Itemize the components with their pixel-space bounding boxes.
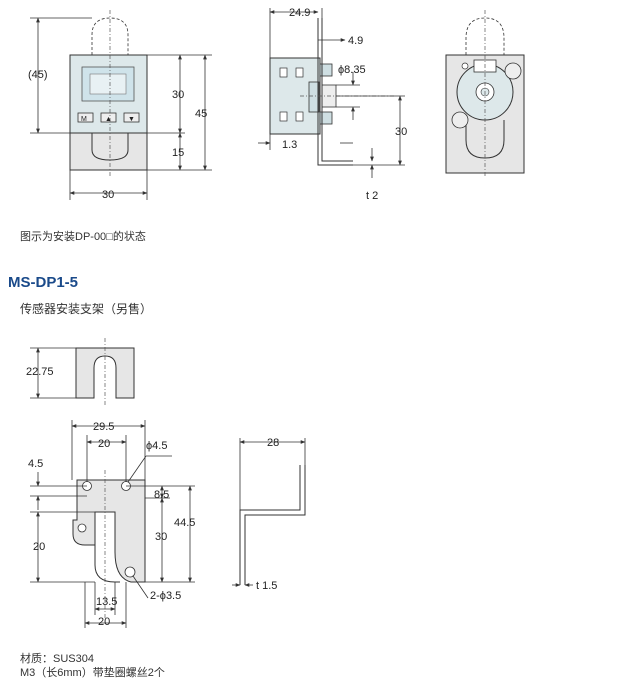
dim-side-28: 28: [267, 437, 279, 449]
front-view-with-sensor: [30, 10, 212, 200]
dim-20-top: 20: [98, 438, 110, 450]
sensor-button-m-label: M: [81, 116, 87, 123]
dim-30: 30: [155, 531, 167, 543]
dim-1-3: 1.3: [282, 139, 297, 151]
material-note: 材质：SUS304: [20, 653, 94, 665]
dim-left-20: 20: [33, 541, 45, 553]
screws-note: M3（长6mm）带垫圈螺丝2个: [20, 667, 165, 679]
bracket-side-view: [232, 438, 306, 587]
bracket-top-view: [30, 338, 135, 405]
dim-20-bottom: 20: [98, 616, 110, 628]
dim-width-30: 30: [102, 189, 114, 201]
dim-22-75: 22.75: [26, 366, 54, 378]
caption-top: 图示为安装DP-00□的状态: [20, 231, 146, 243]
sensor-button-up-label: ▲: [105, 116, 112, 123]
bracket-drawings: 22.75 29.5 20 ϕ4.5 4.5 8.5 44.5 20 30 13…: [26, 338, 306, 628]
dim-height-30-side: 30: [395, 126, 407, 138]
dim-height-30: 30: [172, 89, 184, 101]
dim-dia-4-5: ϕ4.5: [146, 440, 167, 452]
dim-width-24-9: 24.9: [289, 7, 310, 19]
bracket-front-view: [30, 420, 195, 628]
top-drawings: (45) 30 45 15 30 24.9 4.9 ϕ8.35 1.3 30 t…: [28, 7, 525, 202]
dim-13-5: 13.5: [96, 596, 117, 608]
dim-dia-8-35: ϕ8.35: [338, 64, 366, 76]
dim-8-5: 8.5: [154, 489, 169, 501]
dim-4-9: 4.9: [348, 35, 363, 47]
sensor-button-down-label: ▼: [128, 116, 135, 123]
dim-height-45-paren: (45): [28, 69, 48, 81]
dim-holes-2-3-5: 2-ϕ3.5: [150, 590, 181, 602]
dim-44-5: 44.5: [174, 517, 195, 529]
section-subtitle: 传感器安装支架（另售）: [20, 302, 153, 316]
dim-height-15: 15: [172, 147, 184, 159]
dim-left-4-5: 4.5: [28, 458, 43, 470]
dim-height-45: 45: [195, 108, 207, 120]
dim-29-5: 29.5: [93, 421, 114, 433]
dim-thickness-t1-5: t 1.5: [256, 580, 277, 592]
back-view: [445, 10, 525, 178]
side-view: [258, 8, 405, 178]
dim-thickness-t2: t 2: [366, 190, 378, 202]
section-title: MS-DP1-5: [8, 274, 79, 291]
